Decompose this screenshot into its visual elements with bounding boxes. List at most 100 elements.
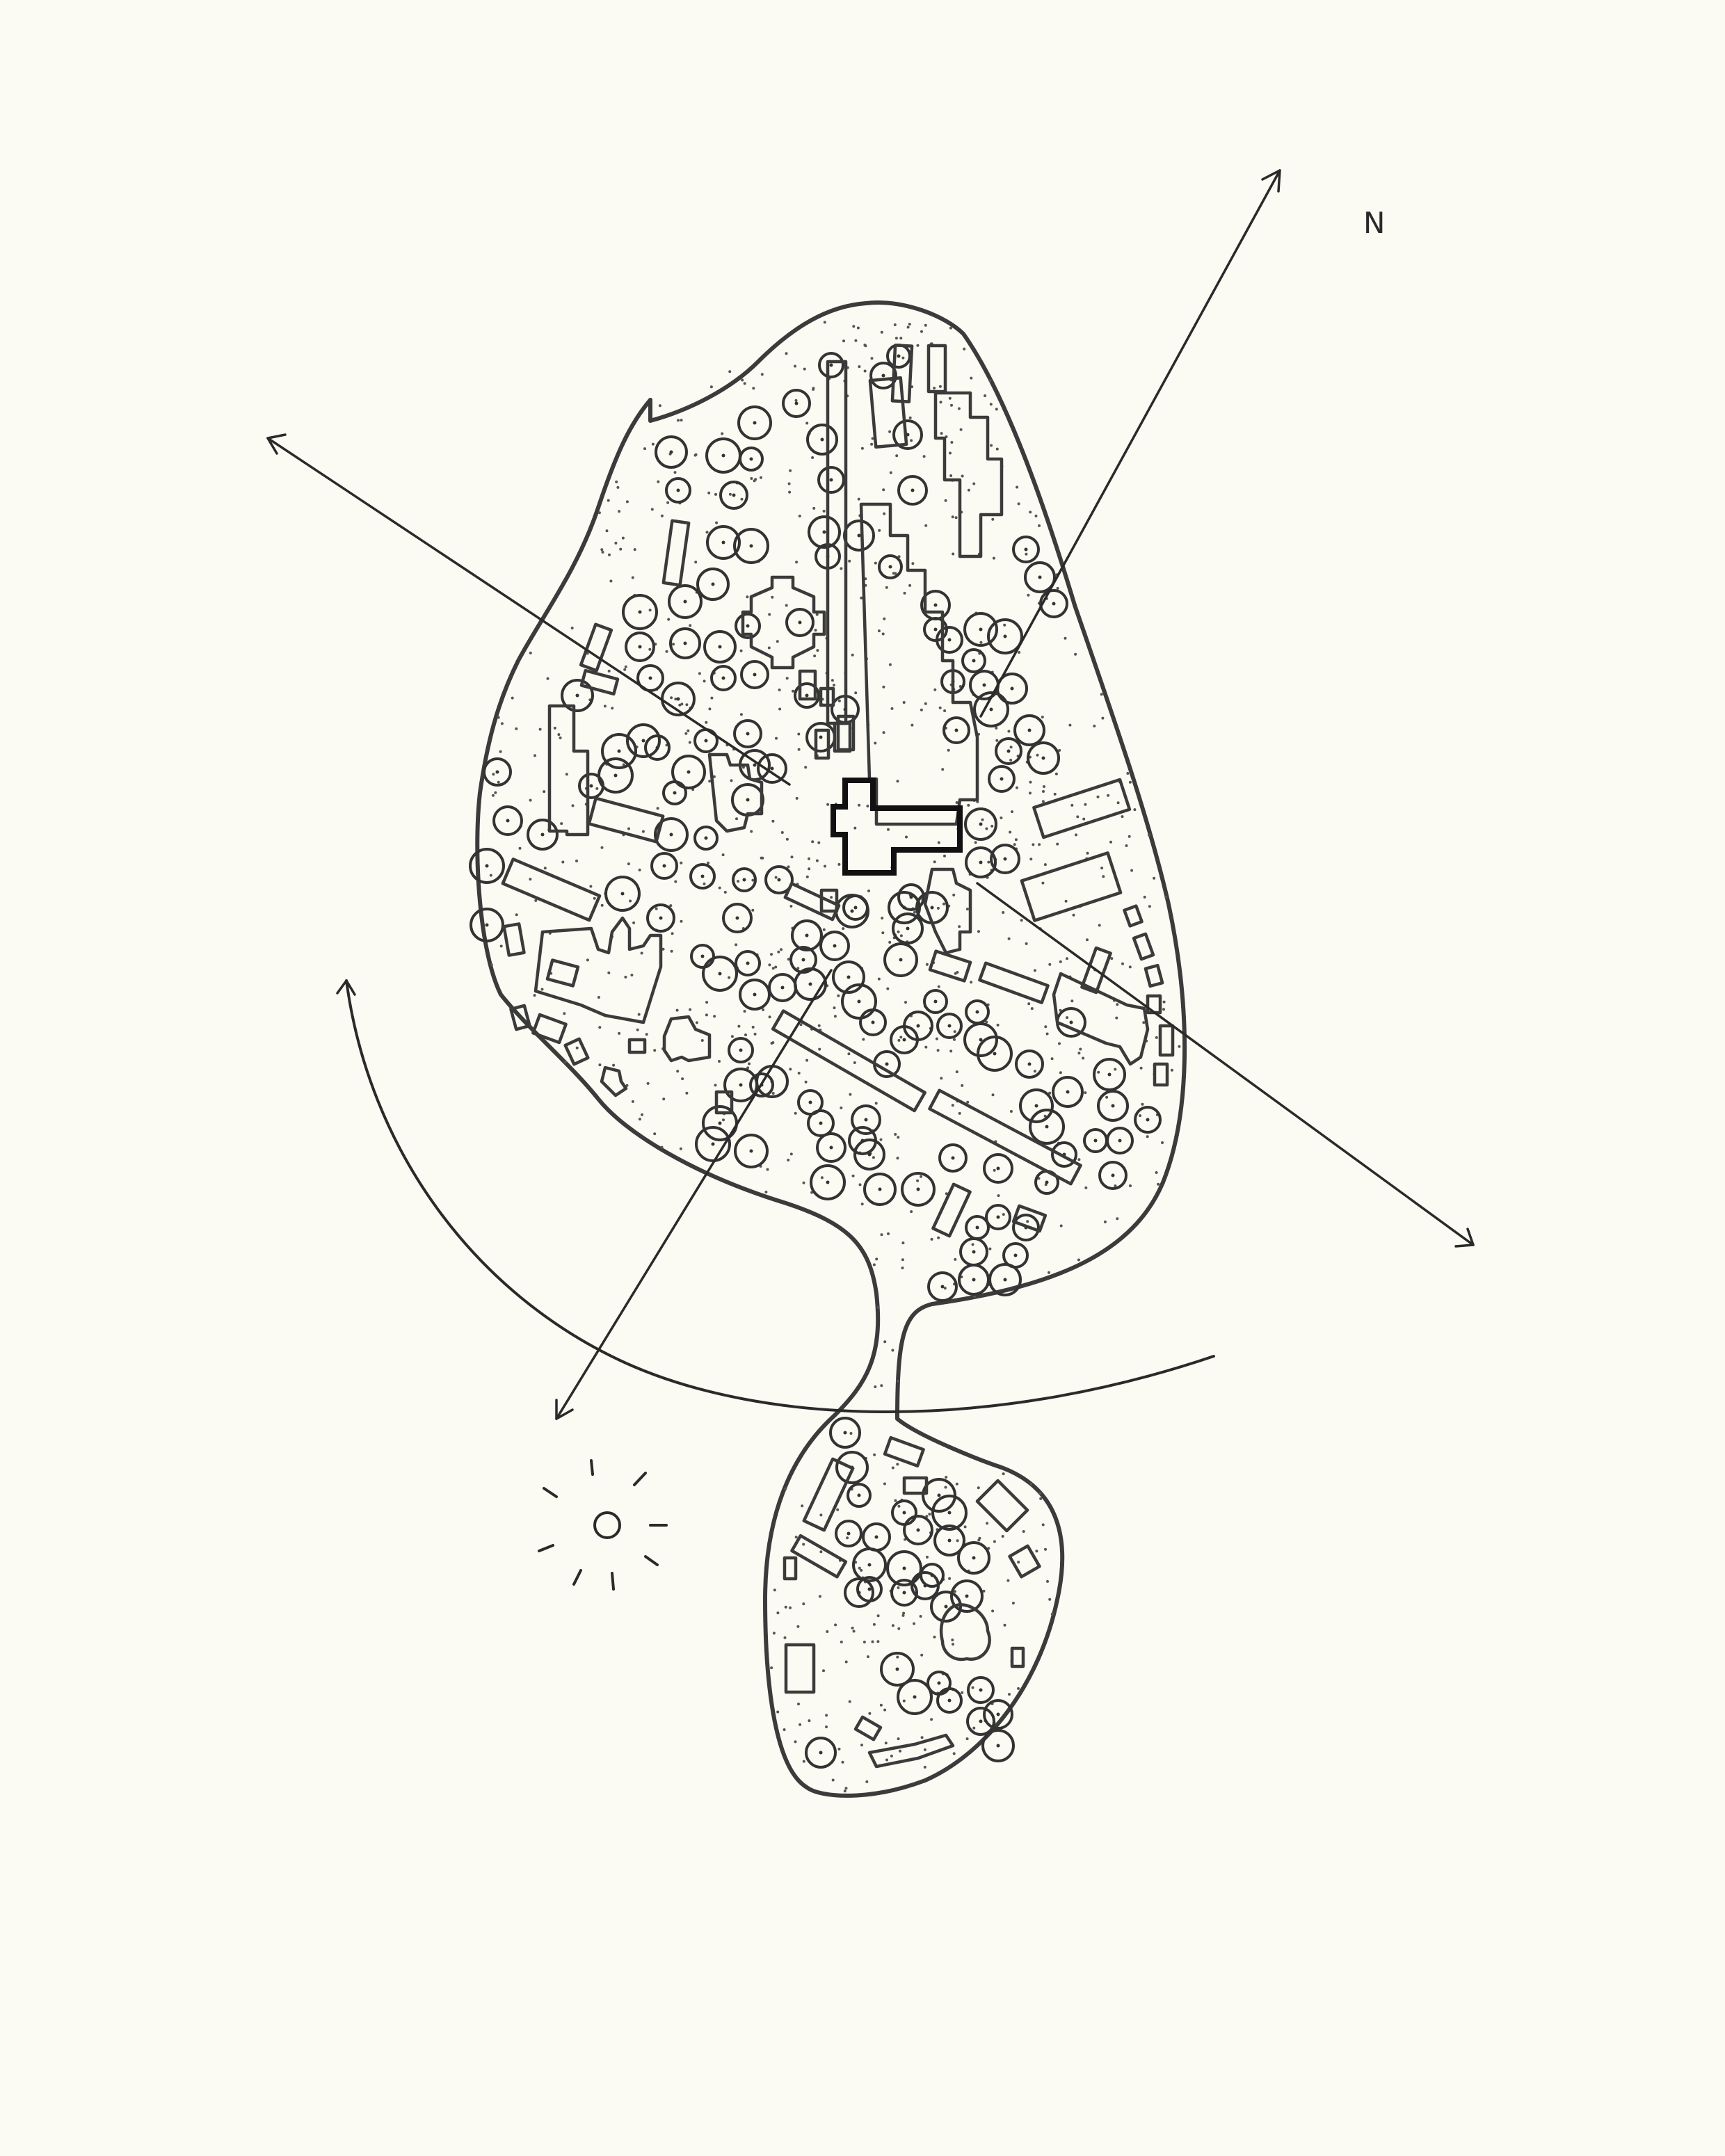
tree-icon <box>897 883 925 911</box>
building-south-tiny <box>714 1090 734 1115</box>
building-lower-small <box>883 1435 925 1468</box>
stipple-dot <box>1059 1224 1063 1228</box>
stipple-dot <box>945 1476 948 1479</box>
building-west-long <box>547 704 590 837</box>
stipple-dot <box>1079 1047 1082 1051</box>
stipple-dot <box>1017 1561 1020 1564</box>
tree-icon <box>662 780 687 805</box>
stipple-dot <box>1128 835 1131 838</box>
stipple-dot <box>1128 780 1132 784</box>
stipple-dot <box>857 497 860 501</box>
stipple-dot <box>1178 1045 1181 1048</box>
stipple-dot <box>879 1138 883 1141</box>
stipple-dot <box>1045 1032 1049 1036</box>
stipple-dot <box>499 750 502 753</box>
stipple-dot <box>883 1482 886 1486</box>
sun-path-arc <box>345 979 1215 1413</box>
stipple-dot <box>665 650 668 653</box>
stipple-dot <box>648 609 652 612</box>
tree-icon <box>818 352 844 378</box>
stipple-dot <box>730 779 733 782</box>
stipple-dot <box>1064 636 1067 640</box>
stipple-dot <box>705 1001 709 1004</box>
stipple-dot <box>764 1191 768 1193</box>
stipple-dot <box>494 791 497 794</box>
stipple-dot <box>636 1028 639 1031</box>
tree-icon <box>794 967 827 1001</box>
stipple-dot <box>658 404 661 408</box>
stipple-dot <box>896 1463 899 1466</box>
stipple-dot <box>844 1787 848 1790</box>
stipple-dot <box>785 837 789 841</box>
stipple-dot <box>816 649 819 652</box>
building-lower-curved <box>867 1733 955 1769</box>
stipple-dot <box>607 971 611 974</box>
tree-icon <box>1015 1049 1044 1079</box>
tree-icon <box>625 631 655 662</box>
stipple-dot <box>959 428 963 431</box>
tree-icon <box>967 1676 995 1704</box>
stipple-dot <box>1041 716 1044 718</box>
stipple-dot <box>911 562 915 565</box>
stipple-dot <box>978 1536 981 1540</box>
stipple-dot <box>955 1070 958 1074</box>
stipple-dot <box>1016 786 1018 789</box>
stipple-dot <box>1008 1693 1011 1696</box>
stipple-dot <box>794 399 798 402</box>
stipple-dot <box>1038 524 1041 527</box>
stipple-dot <box>741 378 744 382</box>
stipple-dot <box>1114 1184 1117 1188</box>
stipple-dot <box>1116 1003 1119 1006</box>
stipple-dot <box>787 1159 790 1161</box>
tree-icon <box>931 1495 968 1531</box>
stipple-dot <box>529 651 532 654</box>
tree-icon <box>901 1172 936 1207</box>
tree-icon <box>805 722 836 753</box>
stipple-dot <box>1121 962 1124 965</box>
tree-icon <box>835 1520 862 1547</box>
building-east-bar-2 <box>1020 851 1123 922</box>
stipple-dot <box>972 482 976 485</box>
stipple-dot <box>942 902 945 906</box>
orientation-axes <box>266 169 1475 1420</box>
stipple-dot <box>646 1081 650 1085</box>
stipple-dot <box>1011 1602 1015 1604</box>
building-courtyard-long <box>859 502 979 826</box>
stipple-dot <box>754 478 757 481</box>
stipple-dot <box>794 1740 797 1744</box>
stipple-dot <box>708 707 712 711</box>
tree-icon <box>844 1577 874 1608</box>
stipple-dot <box>825 1714 828 1717</box>
stipple-dot <box>901 1266 904 1270</box>
building-lower-tiny-3 <box>1010 1646 1025 1668</box>
tree-icon <box>1024 561 1056 593</box>
stipple-dot <box>851 1174 855 1177</box>
tree-icon <box>764 865 794 894</box>
stipple-dot <box>910 439 913 442</box>
stipple-dot <box>1009 830 1012 834</box>
stipple-dot <box>705 1013 708 1017</box>
stipple-dot <box>897 1504 901 1508</box>
tree-icon <box>728 1037 754 1063</box>
stipple-dot <box>768 1015 771 1019</box>
stipple-dot <box>703 679 706 683</box>
stipple-dot <box>1107 794 1110 797</box>
stipple-dot <box>785 604 788 607</box>
stipple-dot <box>944 1486 947 1489</box>
stipple-dot <box>559 737 562 739</box>
stipple-dot <box>1009 1110 1013 1113</box>
stipple-dot <box>844 1660 848 1664</box>
highlighted-main-building <box>831 778 963 876</box>
tree-icon <box>1013 714 1045 746</box>
tree-icon <box>655 435 688 469</box>
stipple-dot <box>820 1176 824 1180</box>
stipple-dot <box>854 339 858 342</box>
stipple-dot <box>721 432 724 435</box>
stipple-dot <box>497 716 500 719</box>
stipple-dot <box>802 1181 805 1184</box>
stipple-dot <box>657 480 660 483</box>
tree-icon <box>735 613 761 639</box>
tree-icon <box>668 584 703 619</box>
building-courtyard-inner <box>545 958 580 988</box>
stipple-dot <box>1130 869 1134 872</box>
